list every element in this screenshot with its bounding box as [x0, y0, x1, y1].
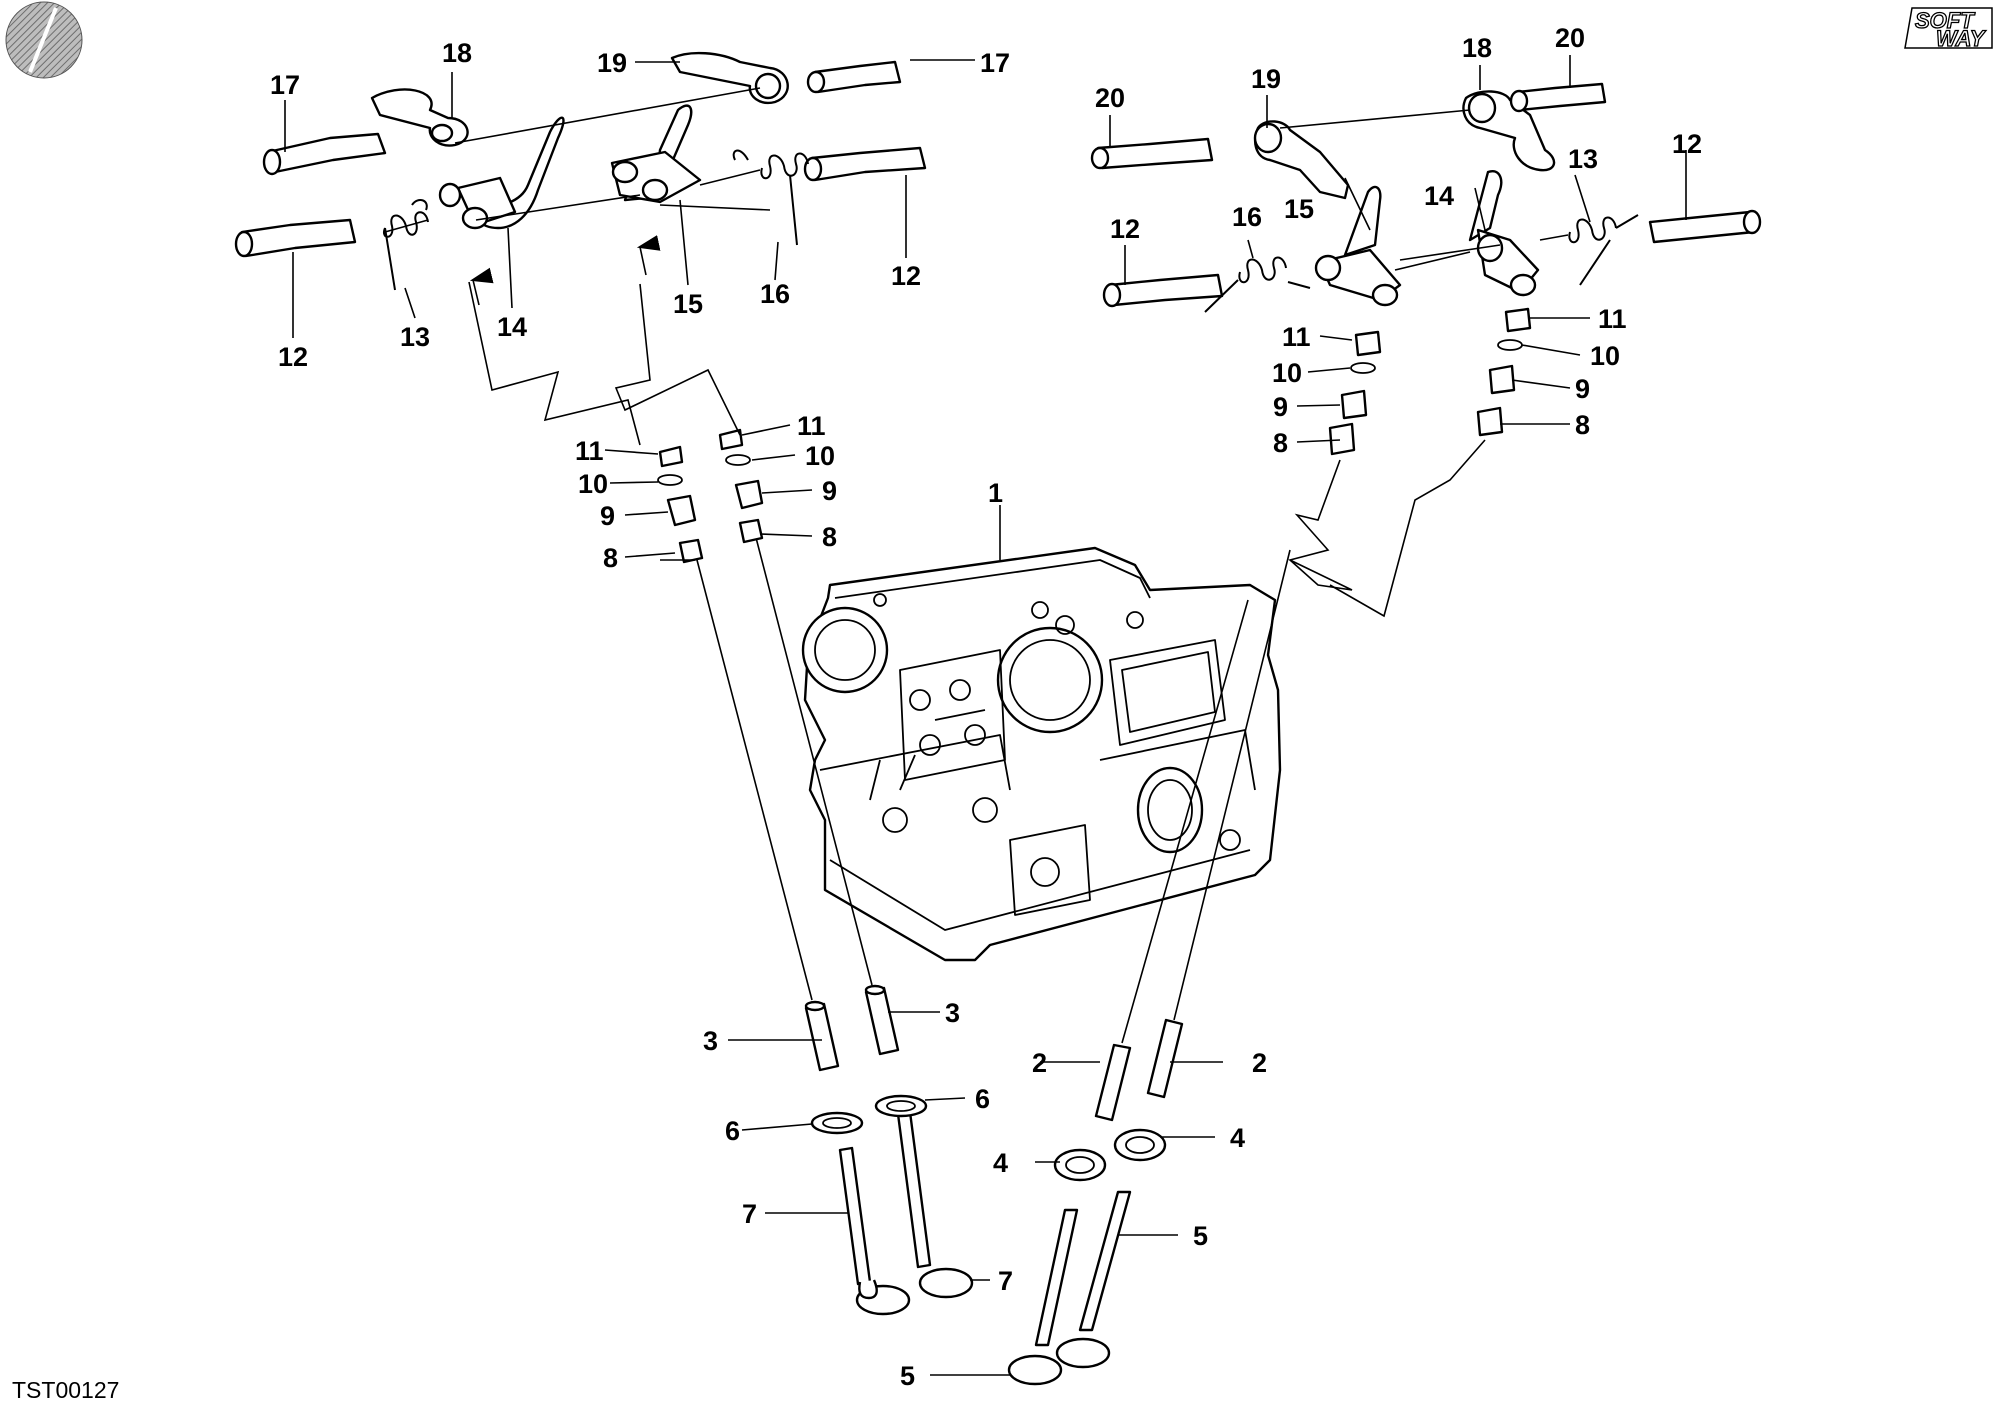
- callout-10-b: 10: [805, 441, 835, 471]
- callout-19-left: 19: [597, 48, 627, 78]
- rocker-arm-right-19: [1253, 120, 1350, 200]
- callout-18-left: 18: [442, 38, 472, 68]
- callout-10-c: 10: [1272, 358, 1302, 388]
- valve-keepers-left-a: [657, 445, 704, 564]
- callout-10-d: 10: [1590, 341, 1620, 371]
- callout-6-right: 6: [975, 1084, 990, 1114]
- valve-right-b: [1055, 1190, 1132, 1369]
- washer-left-a: [810, 1111, 864, 1135]
- valve-guide-left-a: [804, 1000, 840, 1072]
- callout-3-left: 3: [703, 1026, 718, 1056]
- callout-16-left: 16: [760, 279, 790, 309]
- callout-4-right: 4: [1230, 1123, 1245, 1153]
- shaft-right-12c: [1102, 273, 1224, 308]
- rocker-arm-left-15: [610, 104, 702, 204]
- shaft-left-17b: [806, 60, 902, 94]
- shaft-left-12a: [234, 218, 357, 258]
- callout-12-d: 12: [1672, 129, 1702, 159]
- callout-5-right: 5: [1193, 1221, 1208, 1251]
- circular-emblem-icon: [5, 1, 83, 79]
- callout-13-right: 13: [1568, 144, 1598, 174]
- callout-7-right: 7: [998, 1266, 1013, 1296]
- callout-9-a: 9: [600, 501, 615, 531]
- callout-1: 1: [988, 478, 1003, 508]
- callout-8-c: 8: [1273, 428, 1288, 458]
- callout-15-right: 15: [1284, 194, 1314, 224]
- callout-12-b: 12: [891, 261, 921, 291]
- washer-left-b: [874, 1094, 928, 1118]
- shaft-left-12b: [803, 146, 927, 182]
- callout-10-a: 10: [578, 469, 608, 499]
- callout-8-a: 8: [603, 543, 618, 573]
- washer-left-b-hole: [886, 1100, 916, 1112]
- callout-11-a: 11: [575, 436, 604, 466]
- seal-right-b: [1113, 1128, 1167, 1162]
- shaft-right-20b: [1509, 82, 1607, 113]
- shaft-right-20a: [1090, 137, 1214, 170]
- spring-right-13: [1568, 214, 1639, 286]
- callout-7-left: 7: [742, 1199, 757, 1229]
- callout-14-right: 14: [1424, 181, 1454, 211]
- spring-left-13: [382, 199, 429, 291]
- softway-logo-icon: SOFT WAY: [1904, 7, 1993, 52]
- callout-8-b: 8: [822, 522, 837, 552]
- valve-left-b: [896, 1110, 974, 1299]
- seal-right-b-hole: [1125, 1136, 1155, 1154]
- valve-keepers-left-b: [718, 428, 764, 544]
- shaft-right-12d: [1648, 209, 1762, 244]
- figure-code: TST00127: [12, 1377, 119, 1403]
- washer-left-a-hole: [822, 1117, 852, 1129]
- callout-16-right: 16: [1232, 202, 1262, 232]
- valve-left-a: [838, 1146, 911, 1316]
- callout-18-right: 18: [1462, 33, 1492, 63]
- rocker-arm-right-14: [1468, 170, 1540, 297]
- callout-14-left: 14: [497, 312, 527, 342]
- callout-11-b: 11: [797, 411, 826, 441]
- rocker-arm-left-14: [438, 116, 565, 230]
- seal-right-a: [1053, 1148, 1107, 1182]
- callout-15-left: 15: [673, 289, 703, 319]
- rocker-arm-right-15: [1314, 185, 1402, 307]
- logo-line1: SOFT: [1915, 8, 1975, 33]
- callout-2-right: 2: [1252, 1048, 1267, 1078]
- valve-keepers-right-a: [1328, 330, 1382, 456]
- callout-4-left: 4: [993, 1148, 1008, 1178]
- valve-guide-right-b: [1146, 1018, 1184, 1099]
- leader-lines: [284, 55, 1687, 1376]
- rocker-arm-left-19: [670, 51, 789, 105]
- rocker-arm-right-18: [1462, 90, 1556, 172]
- cylinder-head: [801, 546, 1282, 962]
- spring-right-16: [1204, 256, 1311, 313]
- shaft-left-17a: [262, 132, 387, 176]
- rocker-arm-left-18: [370, 88, 469, 147]
- logo-line2: WAY: [1936, 26, 1987, 51]
- callout-5-bottom: 5: [900, 1361, 915, 1391]
- callout-20-right: 20: [1555, 23, 1585, 53]
- callout-11-c: 11: [1282, 322, 1311, 352]
- callout-2-left: 2: [1032, 1048, 1047, 1078]
- callout-13-left: 13: [400, 322, 430, 352]
- callout-17-left: 17: [270, 70, 300, 100]
- callout-11-d: 11: [1598, 304, 1627, 334]
- callout-12-c: 12: [1110, 214, 1140, 244]
- callout-12-a: 12: [278, 342, 308, 372]
- valve-keepers-right-b: [1476, 307, 1532, 437]
- callout-17-right: 17: [980, 48, 1010, 78]
- spring-left-16: [732, 149, 809, 246]
- valve-guide-left-b: [864, 984, 900, 1056]
- callout-9-d: 9: [1575, 374, 1590, 404]
- callout-20-left: 20: [1095, 83, 1125, 113]
- callout-8-d: 8: [1575, 410, 1590, 440]
- callout-9-c: 9: [1273, 392, 1288, 422]
- seal-right-a-hole: [1065, 1156, 1095, 1174]
- valve-right-a: [1007, 1208, 1079, 1386]
- callout-3-right: 3: [945, 998, 960, 1028]
- callout-9-b: 9: [822, 476, 837, 506]
- valve-guide-right-a: [1094, 1043, 1132, 1122]
- callout-6-left: 6: [725, 1116, 740, 1146]
- callout-19-right: 19: [1251, 64, 1281, 94]
